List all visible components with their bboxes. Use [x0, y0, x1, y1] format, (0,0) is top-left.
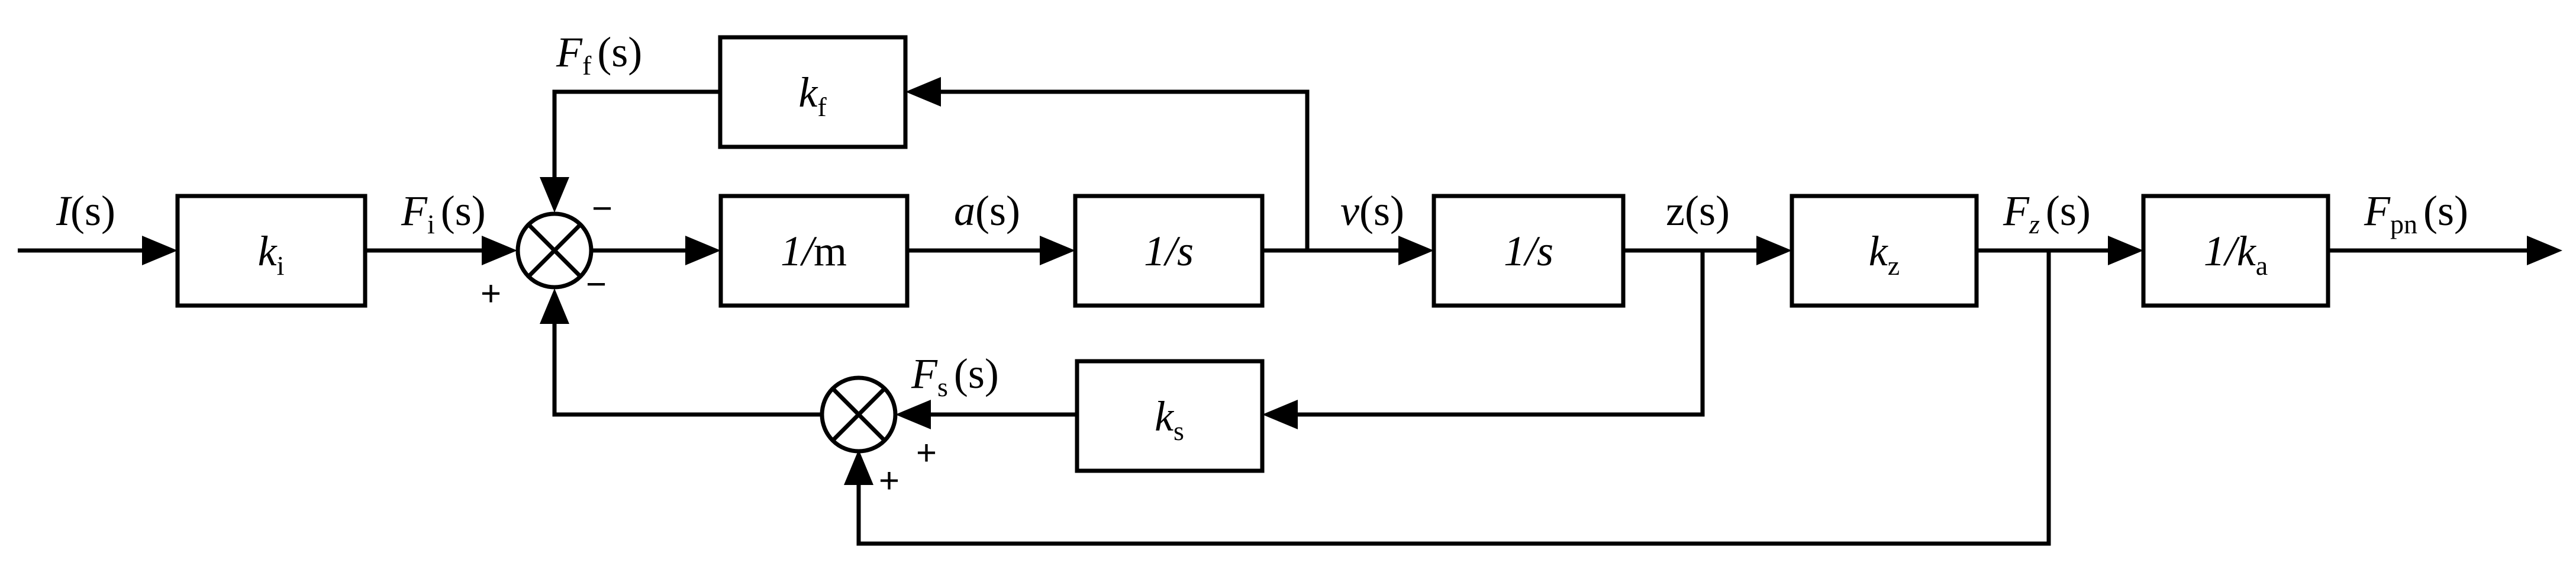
block-ks-label: ks: [1155, 393, 1184, 446]
block-inv-m-label: 1/m: [781, 227, 847, 275]
signal-a-label: a(s): [954, 187, 1020, 235]
signal-fs-label: Fs(s): [911, 350, 999, 402]
sign-sum1-bottom-left: +: [481, 274, 501, 313]
signal-fpn-label: Fpn(s): [2364, 187, 2468, 239]
wire-velocity-feedback: [932, 89, 1310, 250]
block-integrator-1-label: 1/s: [1144, 227, 1194, 275]
block-kf: [718, 35, 908, 149]
block-kz: [1790, 194, 1979, 308]
arrow-a: [1040, 236, 1075, 265]
block-ki-label: ki: [258, 227, 285, 281]
arrow-fs: [895, 400, 931, 429]
wire-ff: [552, 89, 720, 181]
signal-input-label: I(s): [56, 187, 115, 235]
summing-junction-2: [820, 375, 898, 454]
block-kz-label: kz: [1869, 227, 1900, 281]
signal-z-label: z(s): [1666, 187, 1730, 235]
summing-junction-1: [515, 211, 594, 290]
arrow-v: [1398, 236, 1434, 265]
block-integrator-1: [1073, 194, 1265, 308]
block-ki: [175, 194, 367, 308]
arrow-output: [2527, 236, 2562, 265]
signal-v-label: v(s): [1340, 187, 1404, 235]
arrow-ff: [540, 177, 569, 213]
arrow-fz: [2108, 236, 2143, 265]
arrow-input: [142, 236, 178, 265]
sign-sum1-bottom-right: −: [586, 264, 607, 304]
sign-sum2-right: +: [916, 433, 937, 473]
wire-sum2-sum1: [552, 323, 822, 417]
wire-z-feedback: [1290, 250, 1705, 417]
block-inv-ka-label: 1/ka: [2204, 227, 2268, 281]
arrow-fz-feedback: [844, 449, 873, 485]
block-inv-m: [718, 194, 910, 308]
arrow-to-kf: [905, 77, 941, 107]
signal-ff-label: Ff(s): [556, 28, 642, 81]
sign-sum1-top: −: [592, 188, 612, 228]
arrow-to-ks: [1262, 400, 1298, 429]
sign-sum2-bottom: +: [879, 461, 899, 500]
signal-fi-label: Fi(s): [401, 187, 486, 239]
arrow-sum1-out: [685, 236, 721, 265]
block-inv-ka: [2141, 194, 2330, 308]
signal-fz-label: Fz(s): [2003, 187, 2091, 239]
arrow-fi: [482, 236, 517, 265]
wire-fz-feedback: [856, 250, 2051, 546]
block-integrator-2: [1432, 194, 1626, 308]
arrow-z: [1756, 236, 1792, 265]
block-integrator-2-label: 1/s: [1504, 227, 1553, 275]
block-ks: [1075, 359, 1265, 473]
block-kf-label: kf: [798, 69, 827, 122]
arrow-sum2-out: [540, 288, 569, 324]
